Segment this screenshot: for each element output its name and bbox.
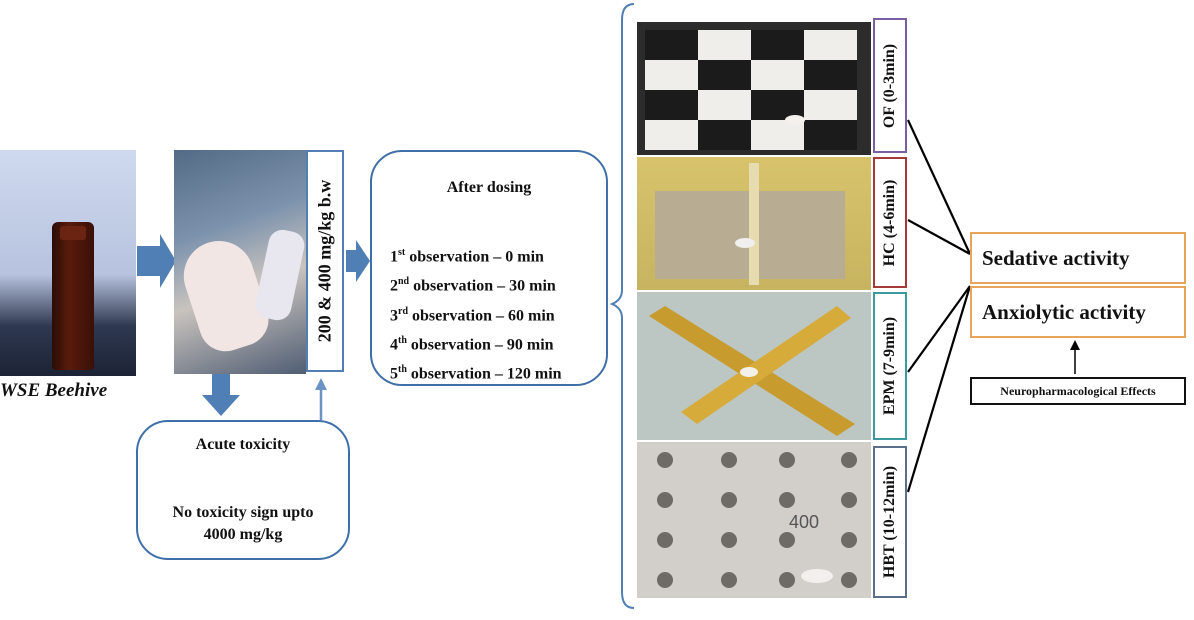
hole-cross-photo: [637, 157, 871, 290]
line-epm-anxiolytic: [907, 285, 971, 373]
line-hbt-anxiolytic: [906, 285, 972, 493]
observation-box: After dosing 1st observation – 0 min 2nd…: [370, 150, 608, 386]
observation-item: 5th observation – 120 min: [390, 364, 562, 383]
extract-caption: WSE Beehive: [0, 380, 108, 401]
observation-list: 1st observation – 0 min 2nd observation …: [390, 240, 562, 387]
grouping-brace: [609, 3, 635, 609]
toxicity-result-line2: 4000 mg/kg: [203, 526, 283, 543]
observation-item: 3rd observation – 60 min: [390, 305, 555, 324]
observation-item: 4th observation – 90 min: [390, 334, 554, 354]
arrow-jar-to-mouse: [137, 234, 176, 288]
test-label-hc: HC (4-6min): [873, 157, 907, 288]
sedative-activity-box: Sedative activity: [970, 232, 1186, 284]
dose-label-box: 200 & 400 mg/kg b.w: [306, 150, 344, 372]
elevated-plus-maze-photo: [637, 292, 871, 440]
test-label-hbt: HBT (10-12min): [873, 446, 907, 598]
test-label-epm: EPM (7-9min): [873, 292, 907, 440]
dose-label: 200 & 400 mg/kg b.w: [314, 179, 335, 343]
hole-board-photo: 400: [637, 442, 871, 598]
line-hc-sedative: [907, 219, 971, 255]
hbt-marking: 400: [789, 512, 819, 532]
arrow-dose-to-observation: [346, 240, 370, 282]
observation-heading: After dosing: [446, 179, 532, 196]
toxicity-box: Acute toxicity No toxicity sign upto 400…: [136, 420, 350, 560]
line-of-sedative: [907, 119, 971, 255]
open-field-photo: [637, 22, 871, 155]
extract-jar-cap: [60, 226, 86, 240]
anxiolytic-activity-box: Anxiolytic activity: [970, 286, 1186, 338]
arrow-down-to-toxicity: [202, 374, 240, 416]
neuropharmacological-effects-box: Neuropharmacological Effects: [970, 377, 1186, 405]
extract-jar: [52, 222, 94, 370]
observation-item: 2nd observation – 30 min: [390, 276, 556, 295]
toxicity-heading: Acute toxicity: [195, 436, 291, 453]
toxicity-result-line1: No toxicity sign upto: [172, 504, 314, 521]
observation-item: 1st observation – 0 min: [390, 247, 544, 266]
test-label-of: OF (0-3min): [873, 18, 907, 153]
